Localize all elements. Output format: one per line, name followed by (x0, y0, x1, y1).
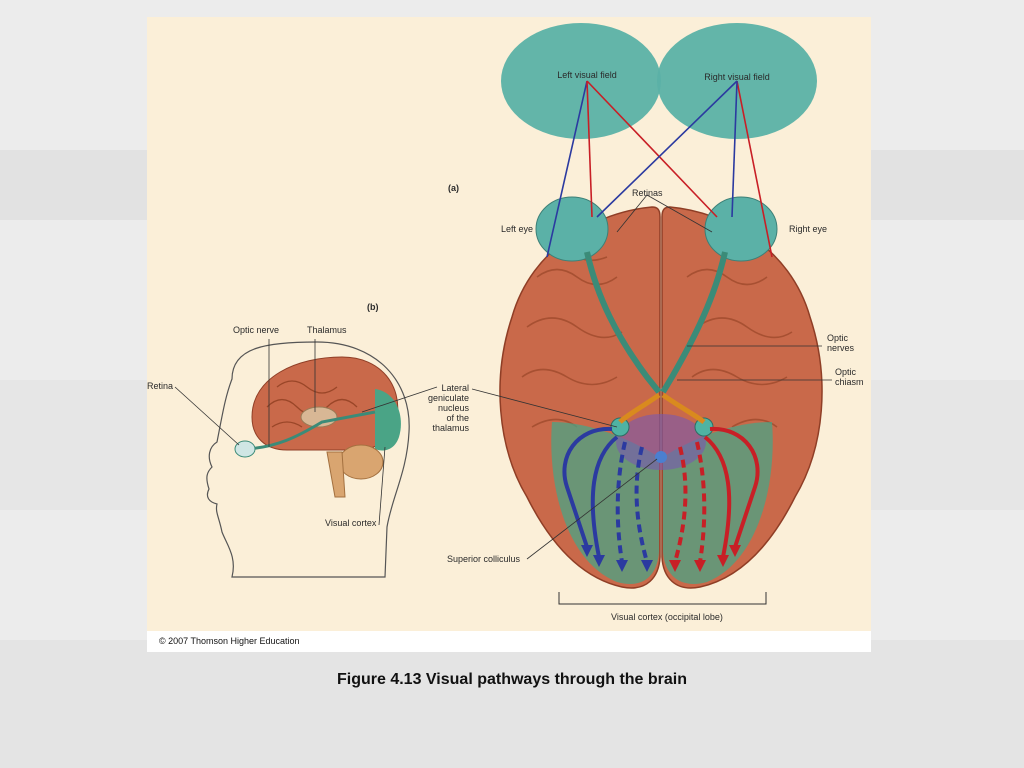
label-retinas: Retinas (632, 188, 663, 198)
side-visual-cortex (375, 389, 401, 451)
head-outline (206, 341, 410, 578)
figure-caption: Figure 4.13 Visual pathways through the … (337, 671, 687, 688)
right-eye (704, 196, 778, 262)
cerebellum (338, 444, 384, 480)
visual-cortex-bracket (558, 592, 767, 605)
optic-tract-left (618, 392, 661, 424)
optic-tract-right (661, 392, 706, 424)
label-superior-colliculus: Superior colliculus (447, 554, 521, 564)
pathway-blue (562, 426, 649, 563)
field-projection-lines (546, 80, 773, 258)
label-visual-cortex-occipital: Visual cortex (occipital lobe) (611, 612, 723, 622)
arrow-heads (581, 545, 741, 572)
label-visual-cortex: Visual cortex (325, 518, 377, 528)
background-band (0, 640, 1024, 768)
leader-lines-b (174, 339, 438, 526)
panel-b-label: (b) (367, 302, 379, 312)
side-eye (234, 440, 256, 458)
label-optic-chiasm: Optic chiasm (835, 367, 864, 387)
label-left-eye: Left eye (501, 224, 534, 234)
pathway-red (673, 426, 760, 563)
optic-nerve-right (660, 251, 728, 394)
left-eye (535, 196, 609, 262)
brainstem (326, 451, 346, 498)
panel-a-label: (a) (448, 183, 459, 193)
figure-panel: Left visual field Right visual field (a)… (147, 17, 871, 652)
visual-pathways-diagram (174, 23, 832, 605)
side-brain (251, 356, 399, 451)
label-thalamus: Thalamus (307, 325, 347, 335)
label-lateral-geniculate: Lateral geniculate nucleus of the thalam… (427, 383, 469, 433)
copyright-notice: © 2007 Thomson Higher Education (147, 631, 871, 652)
leader-lines (471, 194, 832, 560)
label-left-visual-field: Left visual field (557, 70, 617, 80)
left-visual-field (501, 23, 661, 139)
label-right-eye: Right eye (789, 224, 828, 234)
label-optic-nerve: Optic nerve (233, 325, 280, 335)
side-optic-nerve (246, 410, 376, 451)
thalamus-region (616, 414, 706, 470)
label-retina: Retina (147, 381, 174, 391)
label-optic-nerves: Optic nerves (827, 333, 855, 353)
optic-nerve-left (584, 251, 662, 394)
label-right-visual-field: Right visual field (704, 72, 770, 82)
superior-colliculus (655, 451, 667, 463)
